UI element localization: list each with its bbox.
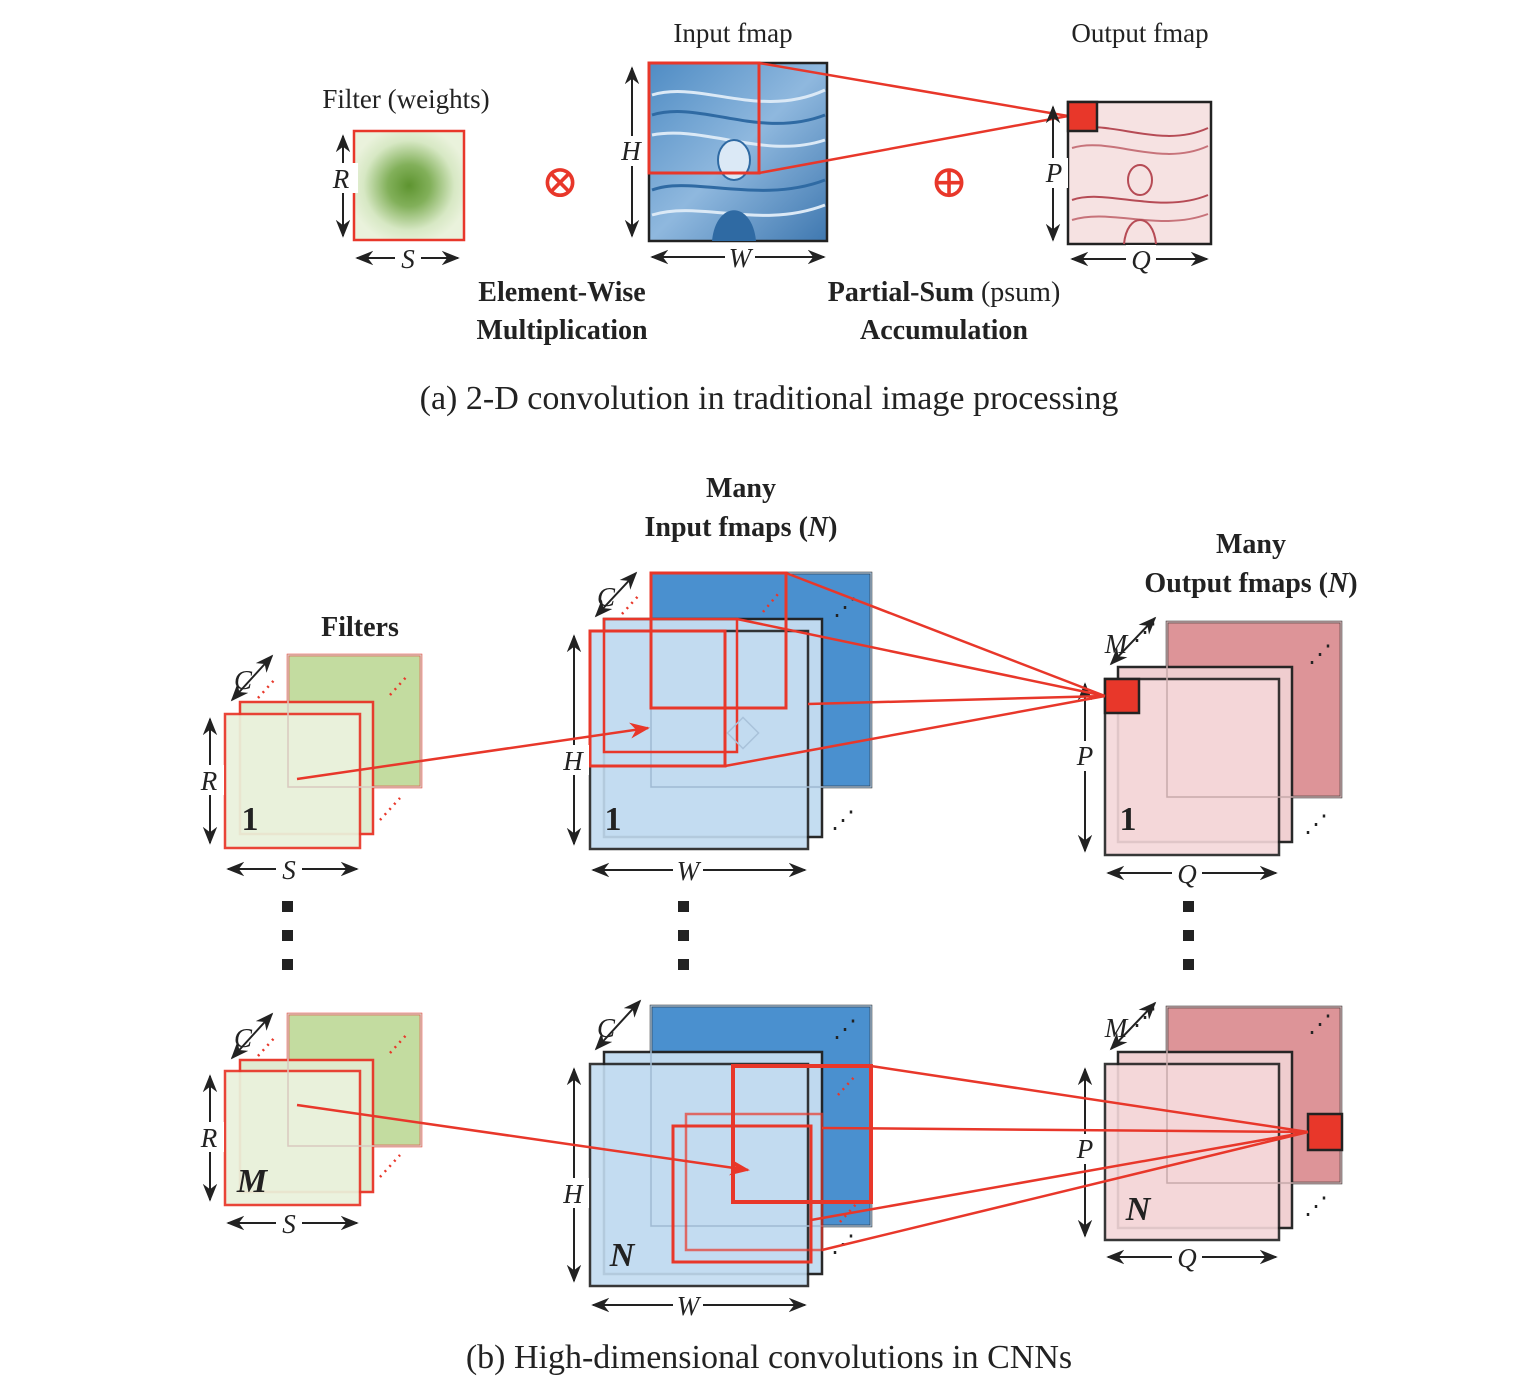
projection-line-bottom (758, 114, 1069, 175)
output-ellipsis-left-n: ⋰ (1133, 1005, 1157, 1031)
vertical-dots-filters (282, 901, 293, 970)
input-dim-c-1: C (597, 582, 616, 612)
input-title-line2: Input fmaps (N) (645, 512, 838, 543)
output-title-n: N (1327, 568, 1350, 599)
output-dim-p-n: P (1076, 1134, 1094, 1164)
input-index-1: 1 (605, 801, 622, 838)
dim-r-label: R (332, 164, 350, 194)
input-stack-1: ⋰ ⋰ C H W 1 (559, 571, 873, 886)
filter-dim-c: C (234, 665, 253, 695)
sum-symbol: ⊕ (930, 154, 969, 208)
input-stack-n: ⋰ ⋰ C H W N (559, 999, 873, 1321)
output-dim-m-1: M (1104, 629, 1129, 659)
output-ellipsis-top: ⋰ (1308, 642, 1332, 668)
filter-dim-s-1: S (282, 855, 296, 885)
filter-index-1: 1 (242, 801, 259, 838)
part-a: Filter (weights) Input fmap Output fmap … (322, 18, 1213, 417)
input-dim-h-1: H (562, 746, 584, 776)
filter-dim-r-m: R (200, 1123, 218, 1153)
caption-b: (b) High-dimensional convolutions in CNN… (466, 1339, 1072, 1376)
output-stack-1: ⋰ ⋰ ⋰ M P Q 1 (1071, 616, 1343, 889)
output-pixel-1 (1103, 677, 1141, 715)
input-index-n: N (609, 1237, 636, 1274)
psum-normal: (psum) (974, 277, 1060, 308)
dim-w-label: W (729, 243, 754, 273)
input-title-line1: Many (706, 473, 776, 504)
filters-title: Filters (321, 612, 399, 643)
mult-label-line1: Element-Wise (478, 277, 645, 308)
filter-weights (352, 129, 466, 242)
input-title-close: ) (828, 512, 837, 543)
input-fmap-label: Input fmap (673, 18, 792, 48)
filter-dim-r-1: R (200, 766, 218, 796)
output-pixel-n (1306, 1112, 1344, 1152)
psum-bold: Partial-Sum (828, 277, 974, 308)
input-dim-w-n: W (677, 1291, 702, 1321)
output-channel-arrow-n (1109, 1001, 1157, 1051)
output-dim-q-n: Q (1177, 1243, 1197, 1273)
output-dim-q-1: Q (1177, 859, 1197, 889)
filter-to-input-arrow-n (296, 1103, 750, 1176)
filter-label: Filter (weights) (322, 84, 489, 114)
output-title-text: Output fmaps ( (1144, 568, 1328, 599)
filter-stack-m: C R S M (196, 1012, 423, 1239)
dim-h-label: H (620, 136, 642, 166)
input-fmap-image (647, 61, 829, 243)
output-title-line2: Output fmaps (N) (1144, 568, 1357, 599)
output-ellipsis-bottom: ⋰ (1304, 812, 1328, 838)
input-channel-arrow-n (594, 999, 642, 1051)
output-pixel (1066, 100, 1099, 133)
input-dim-w-1: W (677, 856, 702, 886)
filter-channel-arrow (230, 654, 274, 702)
filter-index-m: M (236, 1163, 269, 1200)
connection-lines (296, 571, 1309, 1252)
output-ellipsis-bottom-n: ⋰ (1304, 1194, 1328, 1220)
output-title-close: ) (1348, 568, 1357, 599)
output-index-1: 1 (1120, 801, 1137, 838)
multiply-symbol: ⊗ (541, 154, 580, 208)
output-dim-p-1: P (1076, 741, 1094, 771)
input-dim-c-n: C (597, 1013, 616, 1043)
output-dim-m-n: M (1104, 1013, 1129, 1043)
input-dim-h-n: H (562, 1179, 584, 1209)
vertical-dots-outputs (1183, 901, 1194, 970)
input-title-text: Input fmaps ( (645, 512, 808, 543)
input-title-n: N (807, 512, 830, 543)
filter-to-input-arrow-1 (296, 722, 650, 781)
input-channel-arrow-1 (594, 571, 638, 618)
output-ellipsis-left: ⋰ (1133, 620, 1157, 646)
dim-q-label: Q (1131, 245, 1151, 275)
part-b: Filters Many Input fmaps (N) Many Output… (196, 473, 1358, 1376)
filter-channel-arrow-m (230, 1012, 274, 1060)
output-stack-n: ⋰ ⋰ ⋰ M P Q N (1071, 1001, 1344, 1273)
output-ellipsis-top-n: ⋰ (1308, 1012, 1332, 1038)
psum-label-line1: Partial-Sum (psum) (828, 277, 1061, 308)
dim-p-label: P (1045, 158, 1063, 188)
input-window (647, 61, 761, 175)
dim-s-label: S (401, 244, 415, 274)
psum-label-line2: Accumulation (860, 315, 1028, 346)
output-title-line1: Many (1216, 529, 1286, 560)
output-index-n: N (1125, 1191, 1152, 1228)
input-ellipsis-bottom: ⋰ (831, 808, 855, 834)
output-fmap-label: Output fmap (1071, 18, 1208, 48)
filter-stack-1: C R S 1 (196, 653, 423, 885)
filter-dim-s-m: S (282, 1209, 296, 1239)
projection-line-top (758, 61, 1069, 118)
filter-dim-c-m: C (234, 1023, 253, 1053)
input-ellipsis-top-right-n: ⋰ (833, 1017, 857, 1043)
output-channel-arrow-1 (1109, 616, 1157, 666)
mult-label-line2: Multiplication (476, 315, 648, 346)
caption-a: (a) 2-D convolution in traditional image… (420, 380, 1119, 417)
vertical-dots-inputs (678, 901, 689, 970)
